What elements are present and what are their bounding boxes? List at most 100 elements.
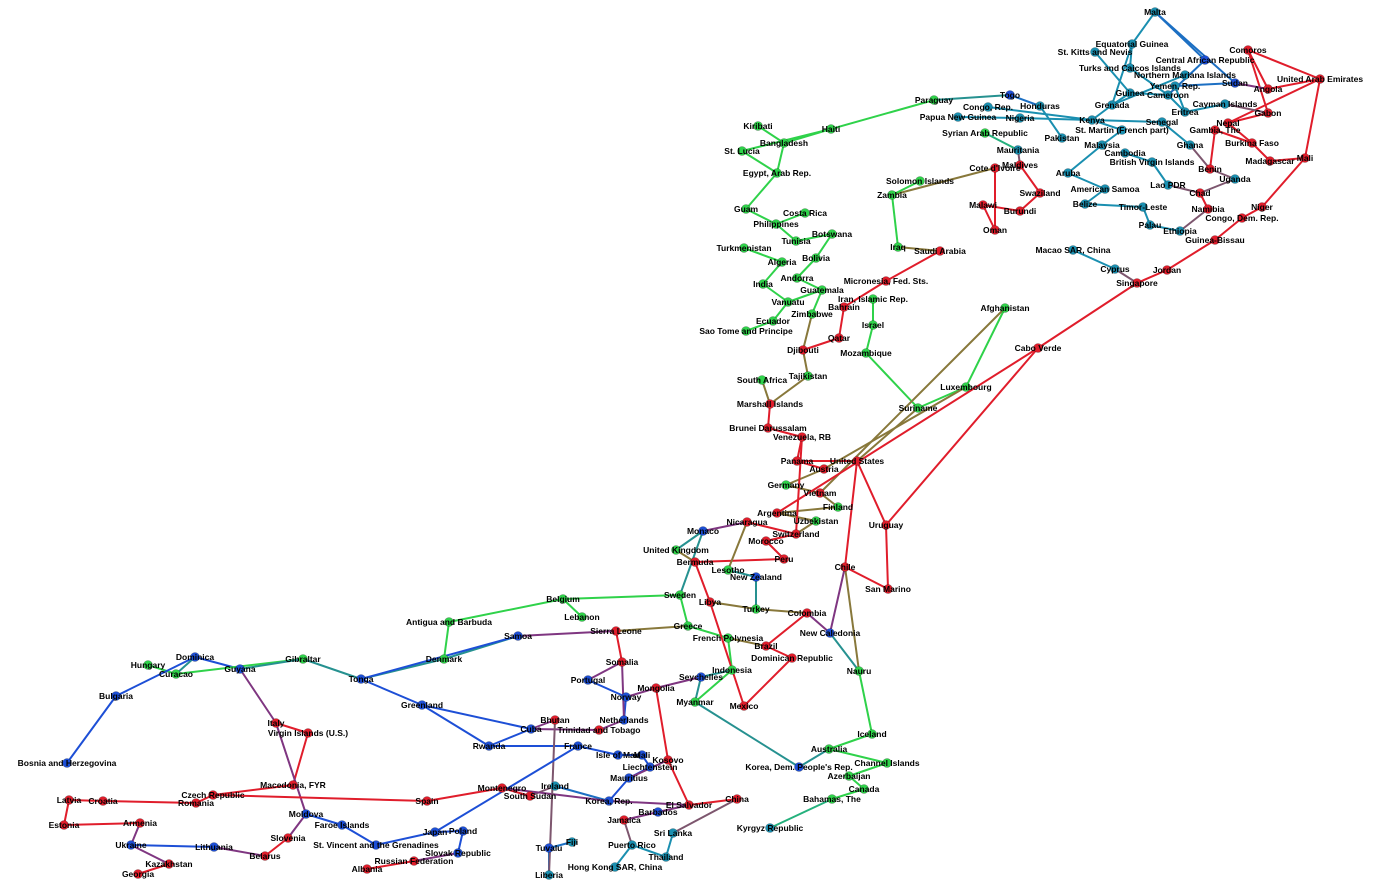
node-paraguay [929,95,939,105]
node-nepal [1223,118,1233,128]
node-label-liberia: Liberia [535,870,563,880]
node-label-ecuador: Ecuador [756,316,791,326]
node-label-iraq: Iraq [890,242,906,252]
node-bahamas-the [827,794,837,804]
node-label-congo-rep: Congo, Rep. [963,102,1013,112]
node-andorra [792,273,802,283]
node-azerbaijan [844,771,854,781]
node-cayman-islands [1220,99,1230,109]
edge-belarus--slovenia [264,837,289,857]
node-label-bangladesh: Bangladesh [760,138,808,148]
edge-gabon--nepal [1227,112,1269,124]
node-label-jordan: Jordan [1153,265,1181,275]
edge-senegal--ghana [1161,121,1191,146]
node-label-philippines: Philippines [753,219,799,229]
node-label-sao-tome-and-principe: Sao Tome and Principe [699,326,793,336]
edge-jordan--singapore [1136,269,1168,284]
node-label-morocco: Morocco [748,536,783,546]
node-mali [1300,153,1310,163]
node-zambia [887,190,897,200]
edge-chile--new-caledonia [829,566,846,634]
node-label-aruba: Aruba [1056,168,1081,178]
node-germany [781,480,791,490]
node-burundi [1015,206,1025,216]
node-label-kyrgyz-republic: Kyrgyz Republic [737,823,804,833]
node-bulgaria [111,691,121,701]
node-cameroon [1163,90,1173,100]
node-kyrgyz-republic [765,823,775,833]
node-label-belarus: Belarus [249,851,280,861]
node-faroe-islands [337,820,347,830]
node-china [732,794,742,804]
node-label-latvia: Latvia [57,795,82,805]
node-san-marino [883,584,893,594]
node-iran-islamic-rep [868,294,878,304]
node-marshall-islands [765,399,775,409]
node-label-turkmenistan: Turkmenistan [716,243,771,253]
node-label-nepal: Nepal [1216,118,1239,128]
node-label-uzbekistan: Uzbekistan [794,516,839,526]
edge-greece--sierra-leone [615,625,689,632]
node-gibraltar [298,654,308,664]
node-seychelles [696,672,706,682]
edge-malawi--oman [982,204,996,231]
edge-guinea--cameroon [1129,92,1169,96]
edge-malta--equatorial-guinea [1131,11,1156,45]
edge-cote-d-ivoire--zambia [891,167,996,196]
node-zimbabwe [807,309,817,319]
node-india [758,279,768,289]
node-label-lithuania: Lithuania [195,842,233,852]
node-sri-lanka [668,828,678,838]
node-angola [1263,84,1273,94]
node-label-saudi-arabia: Saudi Arabia [914,246,966,256]
edge-nepal--burkina-faso [1227,122,1253,144]
node-sierra-leone [611,626,621,636]
edge-paraguay--haiti [830,99,935,130]
node-label-burundi: Burundi [1004,206,1037,216]
edge-montenegro--korea-rep [501,787,610,802]
edge-estonia--armenia [63,822,141,826]
edge-kyrgyz-republic--bahamas-the [769,798,833,829]
edge-guyana--gibraltar [239,658,304,670]
node-sweden [675,590,685,600]
node-label-brunei-darussalam: Brunei Darussalam [729,423,807,433]
edge-libya--turkey [709,601,757,610]
node-label-swaziland: Swaziland [1019,188,1060,198]
node-label-bermuda: Bermuda [677,557,714,567]
edge-kosovo--el-salvador [667,759,690,806]
node-benin [1205,164,1215,174]
node-label-iceland: Iceland [857,729,886,739]
node-malaysia [1097,140,1107,150]
node-chile [840,562,850,572]
node-macedonia-fyr [288,780,298,790]
node-label-bahrain: Bahrain [828,302,860,312]
node-label-indonesia: Indonesia [712,665,752,675]
edge-italy--guyana [239,668,277,724]
node-russian-federation [409,856,419,866]
node-lesotho [723,565,733,575]
node-french-polynesia [723,633,733,643]
edge-greenland--rwanda [421,704,490,747]
node-maldives [1015,160,1025,170]
edge-aruba--malaysia [1067,144,1103,174]
node-label-somalia: Somalia [606,657,639,667]
node-label-guyana: Guyana [224,664,255,674]
edge-somalia--portugal [587,661,623,681]
node-haiti [826,124,836,134]
edge-tonga--greenland [360,678,423,706]
edge-botswana--bolivia [815,233,833,259]
node-ecuador [768,316,778,326]
node-label-gibraltar: Gibraltar [285,654,321,664]
edge-korea-rep--el-salvador [608,800,690,806]
node-label-portugal: Portugal [571,675,605,685]
node-label-tonga: Tonga [349,674,374,684]
node-label-malta: Malta [1144,7,1166,17]
node-label-colombia: Colombia [788,608,827,618]
node-label-hong-kong-sar-china: Hong Kong SAR, China [568,862,663,872]
edge-united-kingdom--monaco [675,530,704,551]
node-label-gabon: Gabon [1255,108,1282,118]
node-finland [833,502,843,512]
edge-sierra-leone--somalia [615,630,623,663]
edge-australia--channel-islands [828,748,888,764]
edge-northern-mariana-islands--grenada [1111,74,1186,106]
